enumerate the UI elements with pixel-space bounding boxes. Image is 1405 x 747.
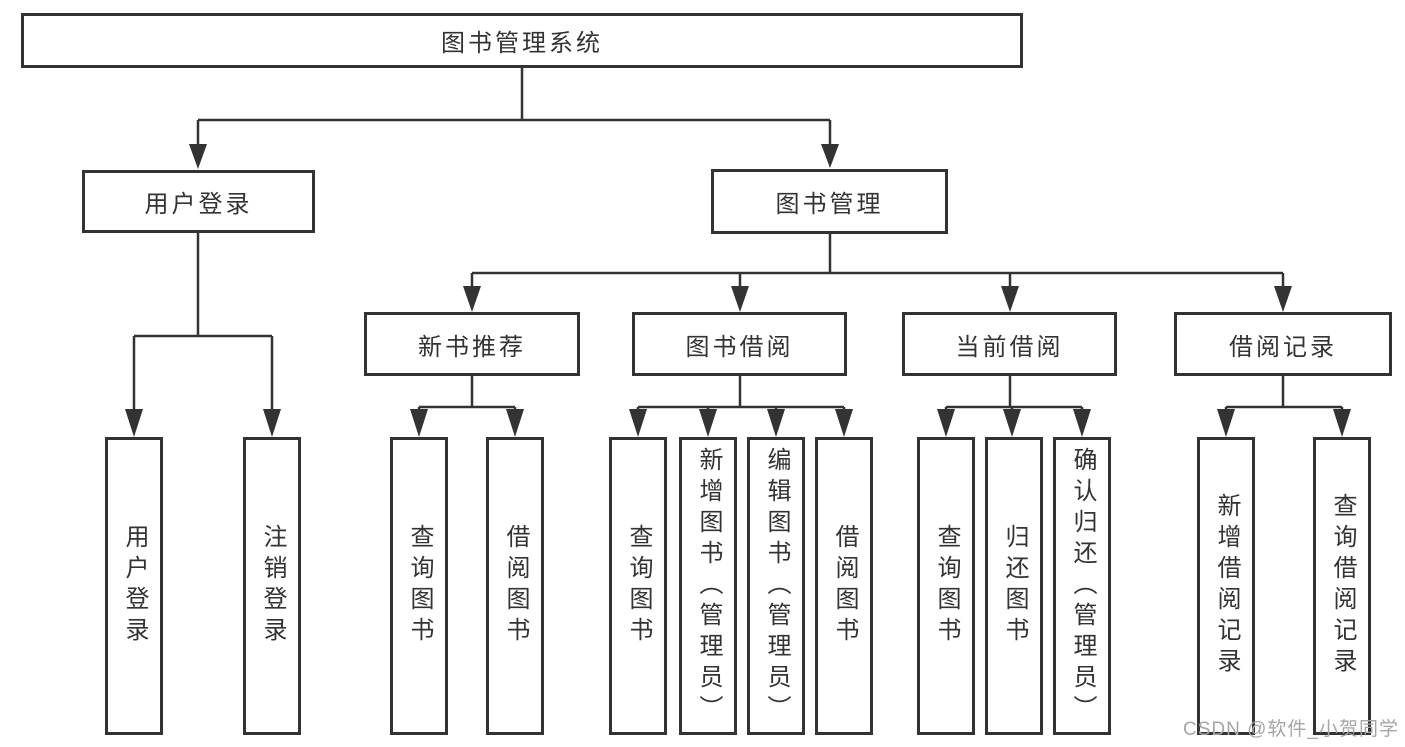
leaf-confirm-return-admin: 确认归还（管理员）	[1053, 437, 1111, 735]
leaf-add-books-admin: 新增图书（管理员）	[679, 437, 737, 735]
leaf-logout: 注销登录	[243, 437, 301, 735]
connector-new-book-recommend-to-leaves	[410, 374, 524, 437]
node-library-management-system: 图书管理系统	[21, 13, 1023, 68]
connector-borrowing-records-to-leaves	[1217, 374, 1351, 437]
node-new-book-recommend: 新书推荐	[364, 312, 580, 376]
leaf-query-books-borrowing: 查询图书	[609, 437, 667, 735]
connector-book-borrowing-to-leaves	[629, 374, 853, 437]
leaf-user-login: 用户登录	[105, 437, 163, 735]
leaf-query-books-recommend: 查询图书	[390, 437, 448, 735]
leaf-query-borrow-record: 查询借阅记录	[1313, 437, 1371, 735]
leaf-return-books: 归还图书	[985, 437, 1043, 735]
connector-current-borrowing-to-leaves	[937, 374, 1091, 437]
connector-user-login-to-leaves	[125, 231, 281, 437]
node-book-borrowing: 图书借阅	[632, 312, 847, 376]
leaf-borrow-books-recommend: 借阅图书	[486, 437, 544, 735]
connector-book-management-to-level3	[463, 232, 1292, 312]
node-borrowing-records: 借阅记录	[1174, 312, 1392, 376]
leaf-edit-books-admin: 编辑图书（管理员）	[747, 437, 805, 735]
watermark: CSDN @软件_小贺同学	[1183, 719, 1399, 740]
leaf-query-books-current: 查询图书	[917, 437, 975, 735]
connector-root-to-level2	[189, 68, 839, 169]
leaf-borrow-books-borrowing: 借阅图书	[815, 437, 873, 735]
node-book-management: 图书管理	[711, 169, 948, 234]
leaf-add-borrow-record: 新增借阅记录	[1197, 437, 1255, 735]
node-user-login: 用户登录	[82, 170, 315, 233]
node-current-borrowing: 当前借阅	[902, 312, 1117, 376]
